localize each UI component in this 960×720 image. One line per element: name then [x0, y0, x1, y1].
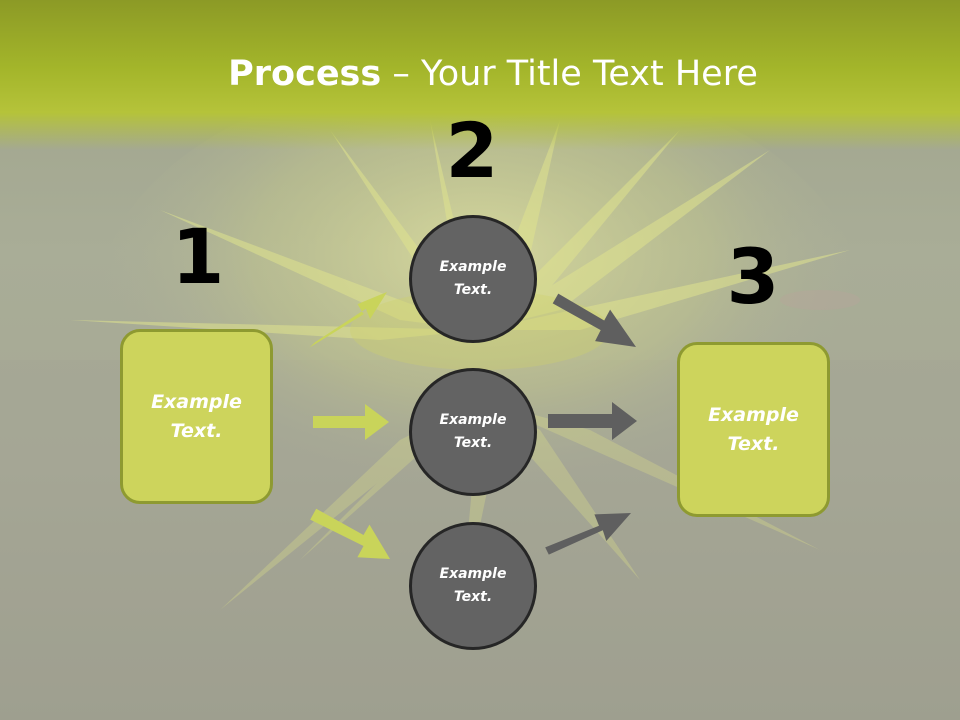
arrow-left-to-middle [313, 404, 389, 440]
left-step-box: Example Text. [120, 329, 273, 504]
step-number-2: 2 [445, 106, 499, 195]
slide-title: Process – Your Title Text Here [0, 52, 960, 96]
step-number-3: 3 [726, 232, 780, 321]
arrow-left-to-top [309, 292, 387, 348]
arrow-bottom-to-right [545, 513, 631, 555]
right-step-text: Example Text. [708, 403, 799, 455]
middle-center-text: Example Text. [439, 412, 507, 451]
arrow-middle-to-right [548, 402, 637, 440]
step-number-1: 1 [171, 212, 225, 301]
right-step-box: Example Text. [677, 342, 830, 517]
middle-center-circle: Example Text. [409, 368, 537, 496]
title-rest: – Your Title Text Here [381, 54, 758, 94]
arrow-left-to-bottom [310, 508, 390, 559]
middle-bottom-text: Example Text. [439, 566, 507, 605]
header-band [0, 0, 960, 150]
title-bold: Process [228, 54, 382, 94]
left-step-text: Example Text. [151, 390, 242, 442]
middle-top-circle: Example Text. [409, 215, 537, 343]
middle-top-text: Example Text. [439, 259, 507, 298]
arrow-top-to-right [552, 293, 636, 347]
middle-bottom-circle: Example Text. [409, 522, 537, 650]
